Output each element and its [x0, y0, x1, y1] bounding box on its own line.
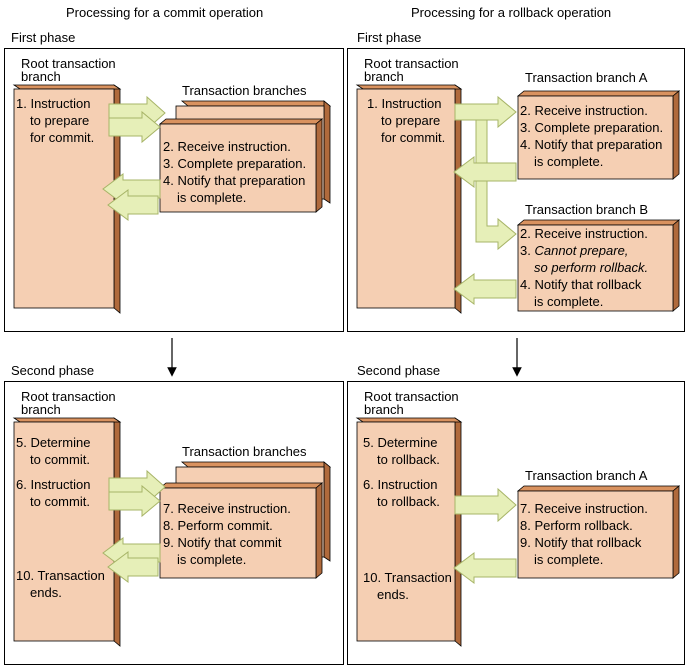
commit-p2-root-step-6-cont: to commit.	[30, 494, 90, 509]
rollback-p2-arrow-from-branch-a	[453, 552, 517, 584]
rollback-p2-branch-a-step-8: 8. Perform rollback.	[520, 518, 633, 533]
commit-p2-arrow-from-branches-2	[107, 551, 159, 583]
rollback-p1-root-step-1-cont-b: for commit.	[381, 130, 446, 145]
commit-p2-root-step-5-cont: to commit.	[30, 452, 90, 467]
rollback-p2-root-step-6: 6. Instruction	[363, 477, 438, 492]
commit-p2-branch-step-9-cont: is complete.	[177, 552, 247, 567]
rollback-p2-branch-a-step-9-cont: is complete.	[534, 552, 604, 567]
rollback-p2-root-step-10-cont: ends.	[377, 587, 409, 602]
rollback-p1-branch-a-step-2: 2. Receive instruction.	[520, 103, 648, 118]
rollback-p2-root-label: Root transaction branch	[364, 390, 459, 418]
rollback-p2-branch-a-steps: 7. Receive instruction. 8. Perform rollb…	[520, 500, 648, 568]
commit-p1-arrow-to-branches-2	[108, 110, 161, 144]
rollback-p2-root-label-line-1: Root transaction	[364, 389, 459, 404]
commit-p2-arrow-to-branches-2	[108, 484, 161, 518]
commit-p2-root-step-10-cont: ends.	[30, 585, 62, 600]
rollback-p1-root-steps: 1. Instruction to prepare for commit.	[367, 95, 445, 146]
rollback-p1-branch-b-step-2: 2. Receive instruction.	[520, 226, 648, 241]
commit-p2-root-steps-c: 10. Transaction ends.	[16, 567, 105, 601]
rollback-p1-arrow-from-branch-b	[453, 273, 517, 305]
rollback-first-phase-label: First phase	[357, 30, 422, 45]
rollback-p1-root-label-line-2: branch	[364, 69, 404, 84]
commit-p2-root-steps-b: 6. Instruction to commit.	[16, 476, 90, 510]
rollback-p1-branch-b-step-3-text: Cannot prepare,	[534, 243, 629, 258]
commit-p1-branch-step-3: 3. Complete preparation.	[163, 156, 307, 171]
rollback-p1-branch-b-step-4-cont: is complete.	[534, 294, 604, 309]
commit-p1-branch-front-box	[158, 118, 324, 213]
commit-p1-branches-label: Transaction branches	[182, 83, 307, 98]
rollback-p2-root-step-10: 10. Transaction	[363, 570, 452, 585]
rollback-p1-branch-b-label: Transaction branch B	[525, 202, 649, 217]
commit-p1-root-label: Root transaction branch	[21, 57, 116, 85]
rollback-p2-root-steps-a: 5. Determine to rollback.	[363, 434, 440, 468]
rollback-p2-root-steps-c: 10. Transaction ends.	[363, 569, 452, 603]
rollback-p1-branch-a-steps: 2. Receive instruction. 3. Complete prep…	[520, 102, 663, 170]
rollback-p1-root-step-1: 1. Instruction	[367, 96, 442, 111]
rollback-p1-arrow-to-branch-b	[475, 119, 517, 251]
commit-p1-branch-steps: 2. Receive instruction. 3. Complete prep…	[163, 138, 306, 206]
commit-p1-root-box	[12, 84, 122, 314]
rollback-p2-root-box	[355, 417, 463, 647]
commit-p2-branch-step-9: 9. Notify that commit	[163, 535, 282, 550]
rollback-p2-branch-a-step-7: 7. Receive instruction.	[520, 501, 648, 516]
commit-p1-branch-step-2: 2. Receive instruction.	[163, 139, 291, 154]
commit-first-phase-label: First phase	[11, 30, 76, 45]
rollback-p1-branch-b-steps: 2. Receive instruction. 3. Cannot prepar…	[520, 225, 648, 310]
rollback-p2-branch-a-label: Transaction branch A	[525, 468, 648, 483]
commit-p1-root-label-line-1: Root transaction	[21, 56, 116, 71]
rollback-p2-root-steps-b: 6. Instruction to rollback.	[363, 476, 440, 510]
commit-p2-branches-label: Transaction branches	[182, 444, 307, 459]
commit-p2-root-step-10: 10. Transaction	[16, 568, 105, 583]
rollback-p2-root-step-6-cont: to rollback.	[377, 494, 440, 509]
commit-column-title: Processing for a commit operation	[66, 5, 264, 20]
rollback-second-phase-label: Second phase	[357, 363, 441, 378]
commit-p2-root-step-5: 5. Determine	[16, 435, 91, 450]
rollback-column-title: Processing for a rollback operation	[411, 5, 612, 20]
commit-p2-root-label-line-2: branch	[21, 402, 61, 417]
rollback-p1-branch-a-step-4: 4. Notify that preparation	[520, 137, 663, 152]
commit-p2-root-label: Root transaction branch	[21, 390, 116, 418]
rollback-p2-root-label-line-2: branch	[364, 402, 404, 417]
rollback-p1-arrow-from-branch-a	[453, 156, 517, 188]
rollback-p1-branch-a-step-4-cont: is complete.	[534, 154, 604, 169]
rollback-p1-root-box	[355, 84, 463, 314]
commit-p1-root-step-1-cont-a: to prepare	[30, 113, 90, 128]
commit-p1-root-steps: 1. Instruction to prepare for commit.	[16, 95, 94, 146]
commit-p1-branch-step-4-cont: is complete.	[177, 190, 247, 205]
commit-p1-root-step-1-cont-b: for commit.	[30, 130, 95, 145]
commit-p1-arrow-from-branches-2	[107, 189, 159, 221]
rollback-p1-branch-b-box	[516, 219, 681, 312]
rollback-p2-root-step-5: 5. Determine	[363, 435, 438, 450]
commit-p2-branch-front-box	[158, 482, 324, 579]
rollback-p1-branch-a-label: Transaction branch A	[525, 70, 648, 85]
rollback-p1-branch-b-step-3: 3. Cannot prepare,	[520, 243, 629, 258]
commit-p2-branch-step-7: 7. Receive instruction.	[163, 501, 291, 516]
rollback-p2-root-step-5-cont: to rollback.	[377, 452, 440, 467]
commit-p2-root-label-line-1: Root transaction	[21, 389, 116, 404]
rollback-p1-root-step-1-cont-a: to prepare	[381, 113, 441, 128]
commit-p1-root-label-line-2: branch	[21, 69, 61, 84]
commit-p1-root-step-1: 1. Instruction	[16, 96, 91, 111]
rollback-p1-branch-b-step-4: 4. Notify that rollback	[520, 277, 642, 292]
commit-p2-branch-steps: 7. Receive instruction. 8. Perform commi…	[163, 500, 291, 568]
commit-p2-root-steps-a: 5. Determine to commit.	[16, 434, 90, 468]
commit-second-phase-label: Second phase	[11, 363, 95, 378]
rollback-p1-root-label-line-1: Root transaction	[364, 56, 459, 71]
commit-p2-root-step-6: 6. Instruction	[16, 477, 91, 492]
rollback-p1-branch-b-step-3-cont: so perform rollback.	[534, 260, 649, 275]
commit-p1-branch-step-4: 4. Notify that preparation	[163, 173, 306, 188]
rollback-p1-arrow-to-branch-a	[454, 95, 517, 129]
rollback-p2-branch-a-box	[516, 485, 681, 579]
commit-p2-branch-step-8: 8. Perform commit.	[163, 518, 273, 533]
rollback-p1-root-label: Root transaction branch	[364, 57, 459, 85]
rollback-p2-arrow-to-branch-a	[454, 487, 517, 523]
rollback-p2-branch-a-step-9: 9. Notify that rollback	[520, 535, 642, 550]
commit-p2-root-box	[12, 417, 122, 647]
rollback-p1-branch-a-step-3: 3. Complete preparation.	[520, 120, 664, 135]
rollback-p1-branch-a-box	[516, 90, 681, 180]
